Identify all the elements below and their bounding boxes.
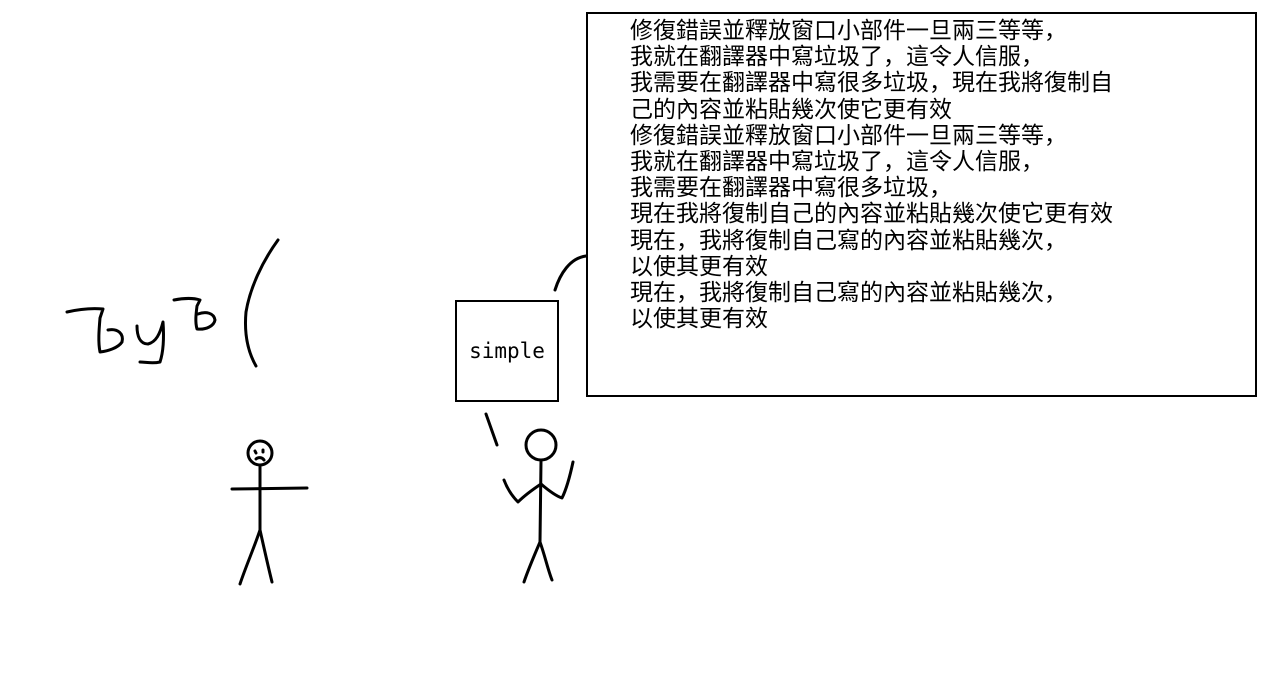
speech-line: 我就在翻譯器中寫垃圾了，這令人信服， (630, 149, 1044, 176)
scribble-parenthesis (244, 238, 280, 368)
scribble-letter-y (135, 320, 166, 365)
scribble-handwriting (65, 238, 280, 368)
scribble-letter-3 (172, 297, 217, 331)
speech-line: 己的內容並粘貼幾次使它更有效 (630, 96, 952, 123)
speech-line: 修復錯誤並釋放窗口小部件一旦兩三等等， (630, 18, 1067, 44)
speech-line: 我需要在翻譯器中寫很多垃圾，現在我將復制自 (630, 70, 1113, 97)
speech-line: 修復錯誤並釋放窗口小部件一旦兩三等等， (630, 122, 1067, 149)
speech-line: 現在，我將復制自己寫的內容並粘貼幾次， (630, 227, 1067, 254)
right-leg (258, 528, 274, 584)
speech-bubble: 修復錯誤並釋放窗口小部件一旦兩三等等， 我就在翻譯器中寫垃圾了，這令人信服， 我… (586, 12, 1257, 397)
speech-bubble-tail (553, 254, 588, 292)
speech-line: 現在，我將復制自己寫的內容並粘貼幾次， (630, 280, 1067, 307)
right-arm (539, 460, 575, 500)
face (253, 448, 266, 462)
head (246, 439, 274, 467)
left-arm (502, 478, 543, 504)
stick-figure-right (484, 412, 575, 584)
sign-board: simple (455, 300, 559, 402)
arms (230, 486, 309, 491)
speech-line: 現在我將復制自己的內容並粘貼幾次使它更有效 (630, 201, 1113, 228)
left-leg (238, 528, 262, 586)
head (524, 428, 558, 462)
speech-line: 我需要在翻譯器中寫很多垃圾， (630, 175, 952, 202)
sign-handle (484, 412, 499, 447)
left-leg (522, 540, 542, 584)
speech-line: 我就在翻譯器中寫垃圾了，這令人信服， (630, 44, 1044, 71)
right-leg (538, 540, 554, 582)
scribble-letter-1 (65, 307, 124, 354)
sign-label: simple (469, 339, 545, 363)
stick-figure-left (230, 439, 309, 586)
speech-line: 以使其更有效 (630, 253, 768, 280)
speech-line: 以使其更有效 (630, 306, 768, 333)
body (538, 459, 543, 544)
